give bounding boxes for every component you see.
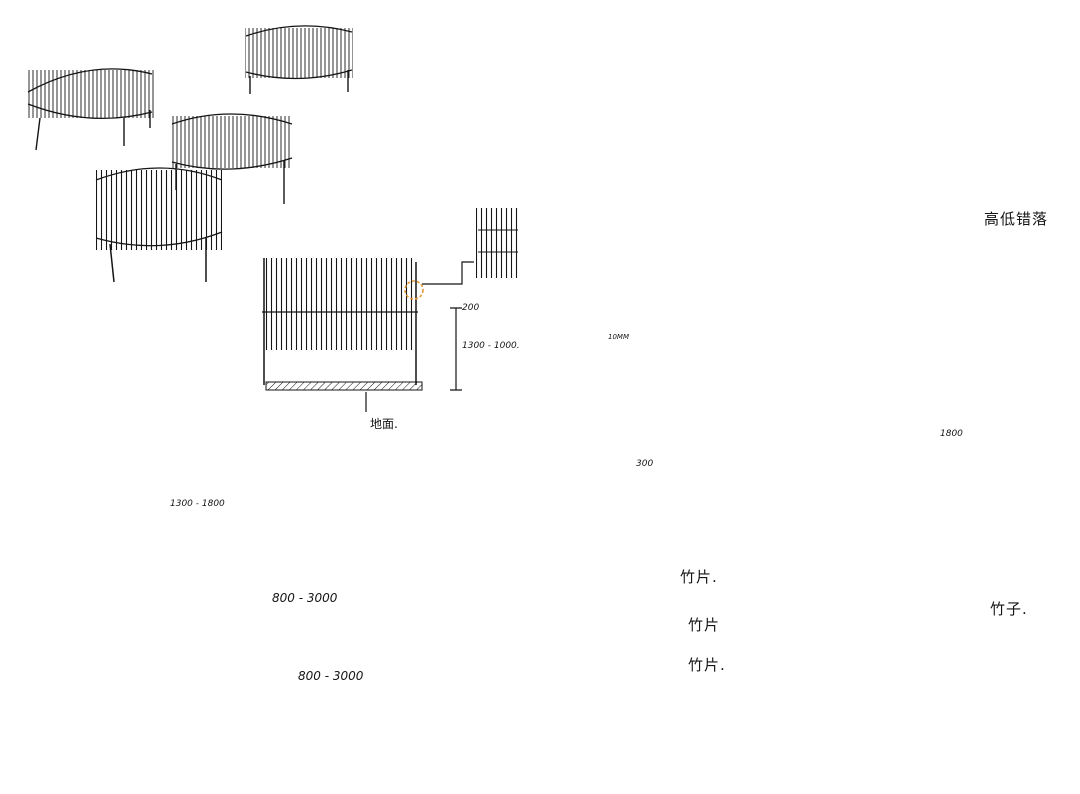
scale-bar-label: 10MM: [608, 333, 629, 341]
bamboo-strip-label-1: 竹片.: [680, 568, 718, 586]
bamboo-low-height-label: 300: [636, 459, 654, 469]
ground-label: 地面.: [370, 417, 398, 431]
bamboo-tall-height-label: 1800: [940, 429, 963, 439]
detail-callout-circle-1: [404, 280, 424, 300]
top-gap-label: 200: [462, 303, 480, 313]
bamboo-strip-label-3: 竹片.: [688, 656, 726, 674]
fence-ring-sketch-4: [95, 167, 223, 283]
panel-height-label: 1300 - 1000.: [462, 341, 520, 351]
panel-elevation: [262, 258, 423, 412]
bamboo-strip-label-2: 竹片: [688, 616, 721, 634]
detail-leader-1: [422, 261, 474, 285]
wave-length-label: 800 - 3000: [298, 669, 364, 683]
detail-bamboo-strips-1: [476, 208, 520, 278]
wave-height-label: 800 - 3000: [272, 591, 338, 605]
fence-ring-sketch-1: [26, 68, 154, 151]
bamboo-pole-label: 竹子.: [990, 600, 1028, 618]
dimension-height-panel: [450, 307, 462, 391]
fence-ring-sketch-2: [245, 25, 353, 94]
ribbon-width-label: 1300 - 1800: [170, 499, 225, 509]
high-low-drop-label: 高低错落: [984, 210, 1049, 228]
